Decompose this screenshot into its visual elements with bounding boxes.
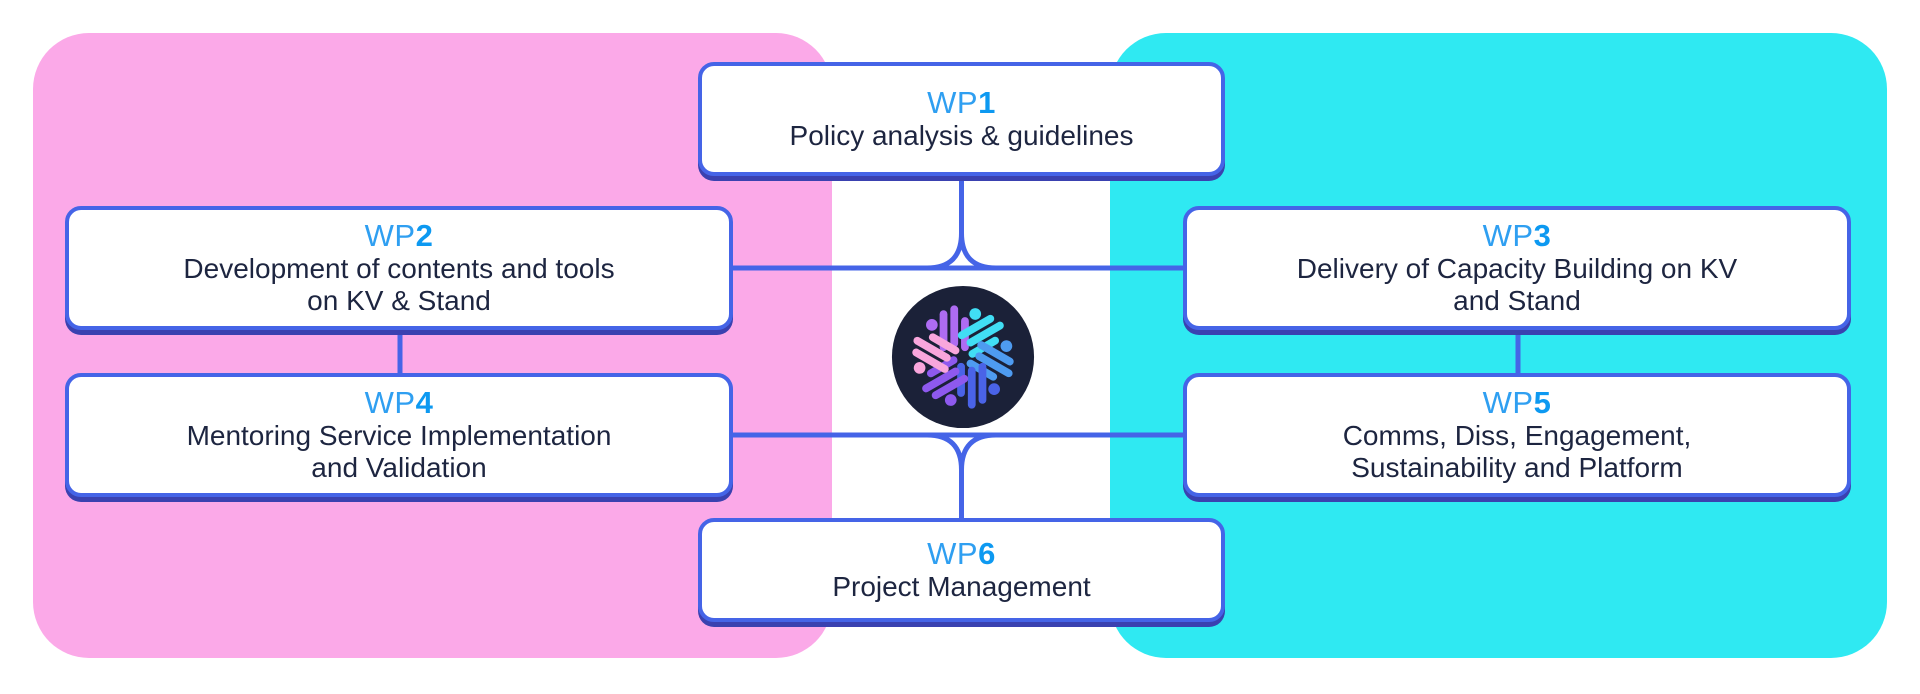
wp1-label: WP (927, 85, 979, 121)
wp4-label: WP (364, 385, 416, 421)
wp3-number: 3 (1533, 218, 1552, 254)
right-panel-background (1110, 33, 1887, 658)
wp5-box: WP5 Comms, Diss, Engagement, Sustainabil… (1183, 373, 1851, 497)
wp6-heading: WP6 (927, 537, 996, 570)
wp6-number: 6 (978, 536, 996, 572)
wp5-number: 5 (1533, 385, 1552, 421)
wp3-heading: WP3 (1483, 219, 1552, 252)
project-logo (890, 284, 1036, 430)
wp1-number: 1 (978, 85, 996, 121)
wp4-number: 4 (415, 385, 434, 421)
wp5-title: Comms, Diss, Engagement, Sustainability … (1342, 419, 1692, 483)
wp2-heading: WP2 (365, 219, 434, 252)
connector-wp6 (926, 432, 997, 520)
wp2-number: 2 (415, 218, 434, 254)
wp6-title: Project Management (832, 570, 1091, 602)
people-snowflake-icon (891, 285, 1035, 429)
wp4-box: WP4 Mentoring Service Implementation and… (65, 373, 733, 497)
wp4-heading: WP4 (365, 386, 434, 419)
wp5-label: WP (1482, 385, 1534, 421)
wp2-label: WP (364, 218, 416, 254)
wp1-title: Policy analysis & guidelines (789, 119, 1134, 151)
wp3-box: WP3 Delivery of Capacity Building on KV … (1183, 206, 1851, 330)
connector-wp1 (926, 174, 997, 271)
wp6-label: WP (927, 536, 979, 572)
wp3-title: Delivery of Capacity Building on KV and … (1296, 252, 1738, 316)
wp6-box: WP6 Project Management (698, 518, 1225, 622)
wp4-title: Mentoring Service Implementation and Val… (186, 419, 612, 483)
wp1-heading: WP1 (927, 86, 996, 119)
wp5-heading: WP5 (1483, 386, 1552, 419)
wp2-title: Development of contents and tools on KV … (183, 252, 615, 316)
wp1-box: WP1 Policy analysis & guidelines (698, 62, 1225, 176)
wp3-label: WP (1482, 218, 1534, 254)
wp2-box: WP2 Development of contents and tools on… (65, 206, 733, 330)
